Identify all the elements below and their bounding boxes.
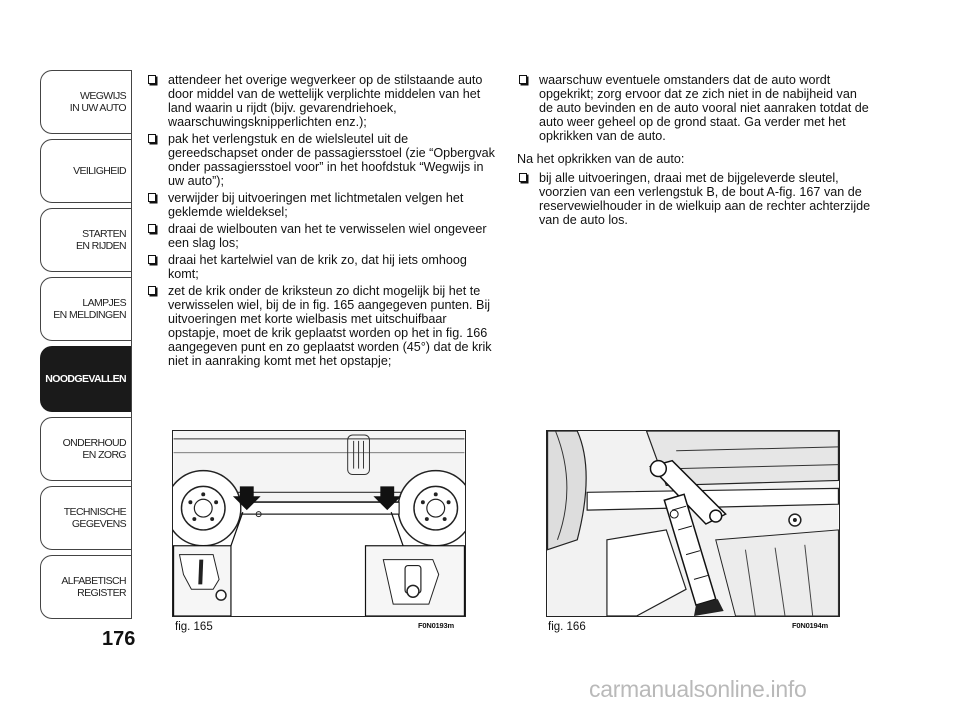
- tab-lampjes[interactable]: LAMPJES EN MELDINGEN: [40, 277, 132, 341]
- list-item: waarschuw eventuele omstanders dat de au…: [517, 73, 872, 143]
- left-column: attendeer het overige wegverkeer op de s…: [146, 73, 498, 371]
- tab-alfabetisch[interactable]: ALFABETISCH REGISTER: [40, 555, 132, 619]
- figure-165-code: F0N0193m: [418, 621, 454, 630]
- tab-wegwijs[interactable]: WEGWIJS IN UW AUTO: [40, 70, 132, 134]
- checkbox-bullet-icon: [148, 286, 156, 295]
- figure-166-code: F0N0194m: [792, 621, 828, 630]
- right-column: waarschuw eventuele omstanders dat de au…: [517, 73, 872, 230]
- figure-166: [546, 430, 840, 617]
- figure-166-label: fig. 166: [548, 621, 586, 633]
- figure-165: [172, 430, 466, 617]
- list-item: draai de wielbouten van het te verwissel…: [146, 222, 498, 250]
- list-item: attendeer het overige wegverkeer op de s…: [146, 73, 498, 129]
- tab-starten[interactable]: STARTEN EN RIJDEN: [40, 208, 132, 272]
- checkbox-bullet-icon: [519, 173, 527, 182]
- list-item: verwijder bij uitvoeringen met lichtmeta…: [146, 191, 498, 219]
- figure-165-label: fig. 165: [175, 621, 213, 633]
- list-item: draai het kartelwiel van de krik zo, dat…: [146, 253, 498, 281]
- tab-veiligheid[interactable]: VEILIGHEID: [40, 139, 132, 203]
- paragraph: Na het opkrikken van de auto:: [517, 152, 685, 166]
- van-side-jack-points-illustration: [173, 431, 465, 616]
- list-item: bij alle uitvoeringen, draai met de bijg…: [517, 171, 872, 227]
- sidebar-rail: [131, 70, 133, 618]
- jack-under-step-illustration: [547, 431, 839, 616]
- checkbox-bullet-icon: [148, 134, 156, 143]
- checkbox-bullet-icon: [519, 75, 527, 84]
- watermark: carmanualsonline.info: [589, 676, 807, 702]
- checkbox-bullet-icon: [148, 193, 156, 202]
- checkbox-bullet-icon: [148, 75, 156, 84]
- tab-technische[interactable]: TECHNISCHE GEGEVENS: [40, 486, 132, 550]
- tab-noodgevallen[interactable]: NOODGEVALLEN: [40, 346, 132, 412]
- list-item: zet de krik onder de kriksteun zo dicht …: [146, 284, 498, 368]
- tab-onderhoud[interactable]: ONDERHOUD EN ZORG: [40, 417, 132, 481]
- checkbox-bullet-icon: [148, 255, 156, 264]
- list-item: pak het verlengstuk en de wielsleutel ui…: [146, 132, 498, 188]
- page-number: 176: [102, 628, 136, 650]
- checkbox-bullet-icon: [148, 224, 156, 233]
